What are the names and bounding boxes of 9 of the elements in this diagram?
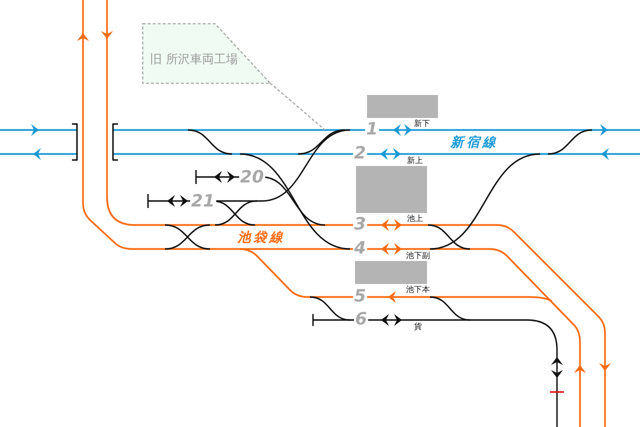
track-label: 新下	[414, 120, 430, 128]
track-label: 池上	[407, 215, 423, 223]
track-label: 池下本	[406, 286, 430, 294]
line-name: 新宿線	[449, 136, 498, 150]
track-label: 池下副	[406, 252, 430, 260]
track-label: 新上	[407, 157, 423, 165]
area-label: 旧 所沢車両工場	[150, 53, 238, 65]
line-name: 池袋線	[236, 232, 286, 244]
track-label: 貨	[414, 323, 422, 331]
